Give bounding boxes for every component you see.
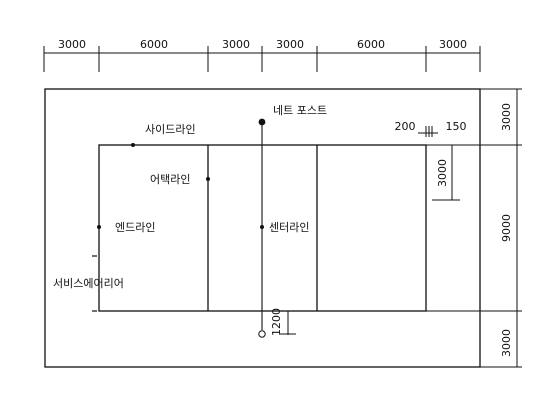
- center-line-marker: [260, 225, 264, 229]
- net-post-spacing-dimension: [418, 126, 438, 137]
- net-post-offset-dimension: [280, 310, 296, 335]
- right-dim-2: 9000: [500, 214, 513, 242]
- net-post-bottom: [258, 330, 266, 338]
- top-dim-2: 6000: [140, 38, 168, 51]
- side-line-label: 사이드라인: [145, 123, 196, 136]
- service-area-marks: [92, 255, 97, 312]
- service-area-label: 서비스에어리어: [53, 277, 124, 290]
- top-dim-1: 3000: [58, 38, 86, 51]
- attack-depth-label: 3000: [436, 159, 449, 187]
- end-line-label: 엔드라인: [115, 221, 155, 234]
- top-dim-5: 6000: [357, 38, 385, 51]
- attack-line-marker: [206, 177, 210, 181]
- right-dim-3: 3000: [500, 329, 513, 357]
- net-post-label: 네트 포스트: [273, 104, 327, 117]
- side-line-marker: [131, 143, 135, 147]
- top-dim-4: 3000: [276, 38, 304, 51]
- center-line-label: 센터라인: [269, 221, 309, 234]
- top-dimension-chain: [43, 46, 481, 72]
- spacing-label-a: 200: [395, 120, 416, 133]
- attack-line-label: 어택라인: [150, 173, 190, 186]
- net-post-top: [258, 118, 266, 126]
- net-post-offset-label: 1200: [270, 308, 283, 336]
- top-dim-6: 3000: [439, 38, 467, 51]
- free-zone-boundary: [44, 88, 481, 368]
- spacing-label-b: 150: [446, 120, 467, 133]
- right-dim-1: 3000: [500, 103, 513, 131]
- right-dimension-chain: [426, 88, 522, 368]
- end-line-marker: [97, 225, 101, 229]
- top-dim-3: 3000: [222, 38, 250, 51]
